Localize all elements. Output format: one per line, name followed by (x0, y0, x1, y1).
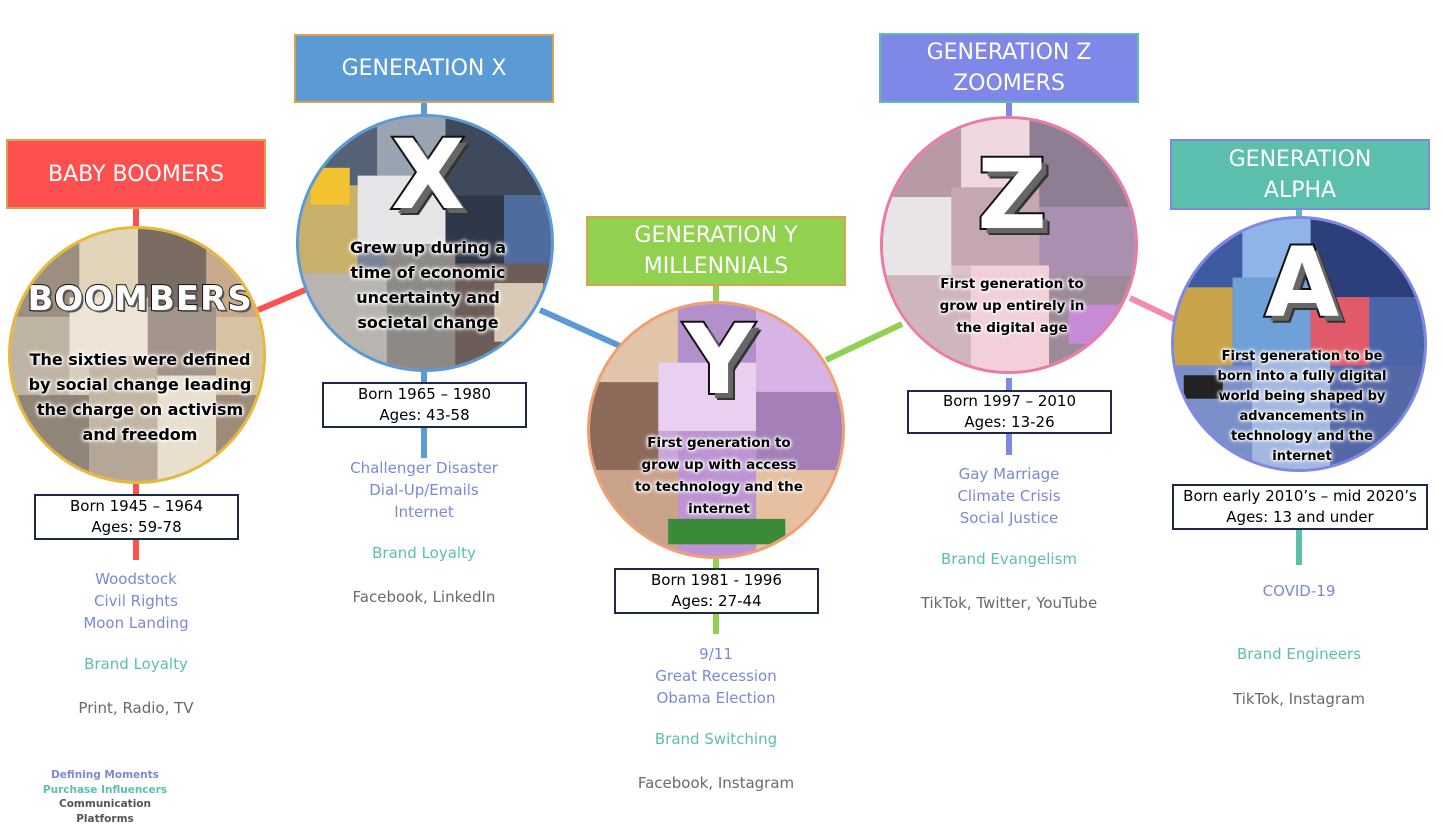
genz-to-alpha-connector (1128, 295, 1178, 323)
geny-circle-letter: Y (682, 304, 756, 416)
geny-moment: Great Recession (655, 667, 777, 685)
genx-moment: Dial-Up/Emails (369, 481, 479, 499)
legend-defining-moments: Defining Moments (51, 769, 159, 781)
boomers-to-genx-connector (256, 287, 307, 313)
geny-circle: Y First generation to grow up with acces… (587, 301, 845, 559)
legend-communication-platforms: Communication Platforms (59, 798, 151, 825)
geny-title-box: GENERATION Y MILLENNIALS (586, 216, 846, 286)
genx-born-box: Born 1965 – 1980 Ages: 43-58 (322, 382, 527, 428)
alpha-circle: A First generation to be born into a ful… (1171, 216, 1427, 472)
genz-born-years: Born 1997 – 2010 (942, 392, 1077, 410)
genz-purchase-influencer: Brand Evangelism (940, 550, 1077, 568)
geny-communication-platforms: Facebook, Instagram (637, 774, 795, 792)
boomers-moment: Civil Rights (94, 592, 178, 610)
alpha-moment: COVID-19 (1262, 582, 1336, 600)
boomers-purchase-influencer: Brand Loyalty (84, 655, 188, 673)
alpha-title-box: GENERATION ALPHA (1170, 139, 1430, 210)
boomers-circle: BOOMBERS The sixties were defined by soc… (8, 226, 266, 484)
genz-ages: Ages: 13-26 (964, 413, 1055, 431)
boomers-description: The sixties were defined by social chang… (28, 350, 252, 444)
genz-circle: Z First generation to grow up entirely i… (880, 116, 1138, 374)
genz-circle-letter: Z (975, 139, 1049, 251)
genz-title-box: GENERATION Z ZOOMERS (879, 33, 1139, 103)
alpha-ages: Ages: 13 and under (1226, 508, 1374, 526)
boomers-defining-moments: Woodstock Civil Rights Moon Landing (36, 568, 236, 634)
alpha-defining-moments: COVID-19 (1189, 580, 1409, 602)
geny-title-line: GENERATION Y (634, 223, 798, 248)
geny-moment: 9/11 (699, 645, 733, 663)
boomers-communication-platforms: Print, Radio, TV (78, 699, 194, 717)
legend: Defining Moments Purchase Influencers Co… (30, 768, 180, 826)
genz-title-line: GENERATION Z (926, 40, 1092, 65)
genx-born-years: Born 1965 – 1980 (357, 385, 492, 403)
genx-circle-letter: X (389, 119, 467, 231)
alpha-purchase-influencer: Brand Engineers (1236, 645, 1362, 663)
legend-purchase-influencers: Purchase Influencers (42, 783, 168, 796)
genz-moment: Social Justice (959, 509, 1059, 527)
geny-collage-image (590, 304, 842, 556)
boomers-born-years: Born 1945 – 1964 (69, 497, 204, 515)
genx-defining-moments: Challenger Disaster Dial-Up/Emails Inter… (314, 457, 534, 523)
boomers-born-box: Born 1945 – 1964 Ages: 59-78 (34, 494, 239, 540)
genz-born-box: Born 1997 – 2010 Ages: 13-26 (907, 390, 1112, 434)
genx-circle: X Grew up during a time of economic unce… (296, 114, 554, 372)
genx-moment: Internet (394, 503, 454, 521)
boomers-title-box: BABY BOOMERS (6, 139, 266, 209)
genz-title-line: ZOOMERS (953, 71, 1065, 96)
genx-title-box: GENERATION X (294, 34, 554, 103)
genx-description: Grew up during a time of economic uncert… (349, 238, 507, 332)
genx-title-line: GENERATION X (341, 56, 507, 81)
geny-title-line: MILLENNIALS (643, 254, 789, 279)
alpha-born-years: Born early 2010’s – mid 2020’s (1183, 487, 1417, 505)
geny-description: First generation to grow up with access … (635, 435, 803, 517)
genx-collage-image (299, 117, 551, 369)
genx-purchase-influencer: Brand Loyalty (372, 544, 476, 562)
genz-moment: Climate Crisis (957, 487, 1061, 505)
genz-description: First generation to grow up entirely in … (939, 276, 1085, 336)
boomers-title-line: BABY BOOMERS (48, 161, 224, 187)
alpha-born-box: Born early 2010’s – mid 2020’s Ages: 13 … (1172, 484, 1428, 530)
alpha-communication-platforms: TikTok, Instagram (1233, 690, 1365, 708)
genz-moment: Gay Marriage (958, 465, 1060, 483)
geny-purchase-influencer: Brand Switching (654, 730, 778, 748)
genz-communication-platforms: TikTok, Twitter, YouTube (920, 594, 1098, 612)
alpha-title-line: ALPHA (1263, 177, 1337, 203)
boomers-moment: Moon Landing (83, 614, 189, 632)
boomers-circle-word: BOOMBERS (26, 278, 253, 320)
geny-moment: Obama Election (656, 689, 776, 707)
boomers-moment: Woodstock (95, 570, 177, 588)
alpha-circle-letter: A (1263, 227, 1341, 339)
geny-born-years: Born 1981 - 1996 (651, 571, 782, 589)
geny-ages: Ages: 27-44 (671, 592, 762, 610)
genx-ages: Ages: 43-58 (379, 406, 470, 424)
genx-moment: Challenger Disaster (350, 459, 498, 477)
geny-born-box: Born 1981 - 1996 Ages: 27-44 (614, 568, 819, 614)
alpha-collage-image (1174, 219, 1424, 469)
alpha-description: First generation to be born into a fully… (1217, 349, 1387, 464)
boomers-ages: Ages: 59-78 (91, 518, 182, 536)
boomers-collage-image (11, 229, 263, 481)
geny-defining-moments: 9/11 Great Recession Obama Election (606, 643, 826, 709)
genz-collage-image (883, 119, 1135, 371)
genz-defining-moments: Gay Marriage Climate Crisis Social Justi… (899, 463, 1119, 529)
genx-communication-platforms: Facebook, LinkedIn (352, 588, 496, 606)
alpha-title-line: GENERATION (1228, 146, 1372, 172)
